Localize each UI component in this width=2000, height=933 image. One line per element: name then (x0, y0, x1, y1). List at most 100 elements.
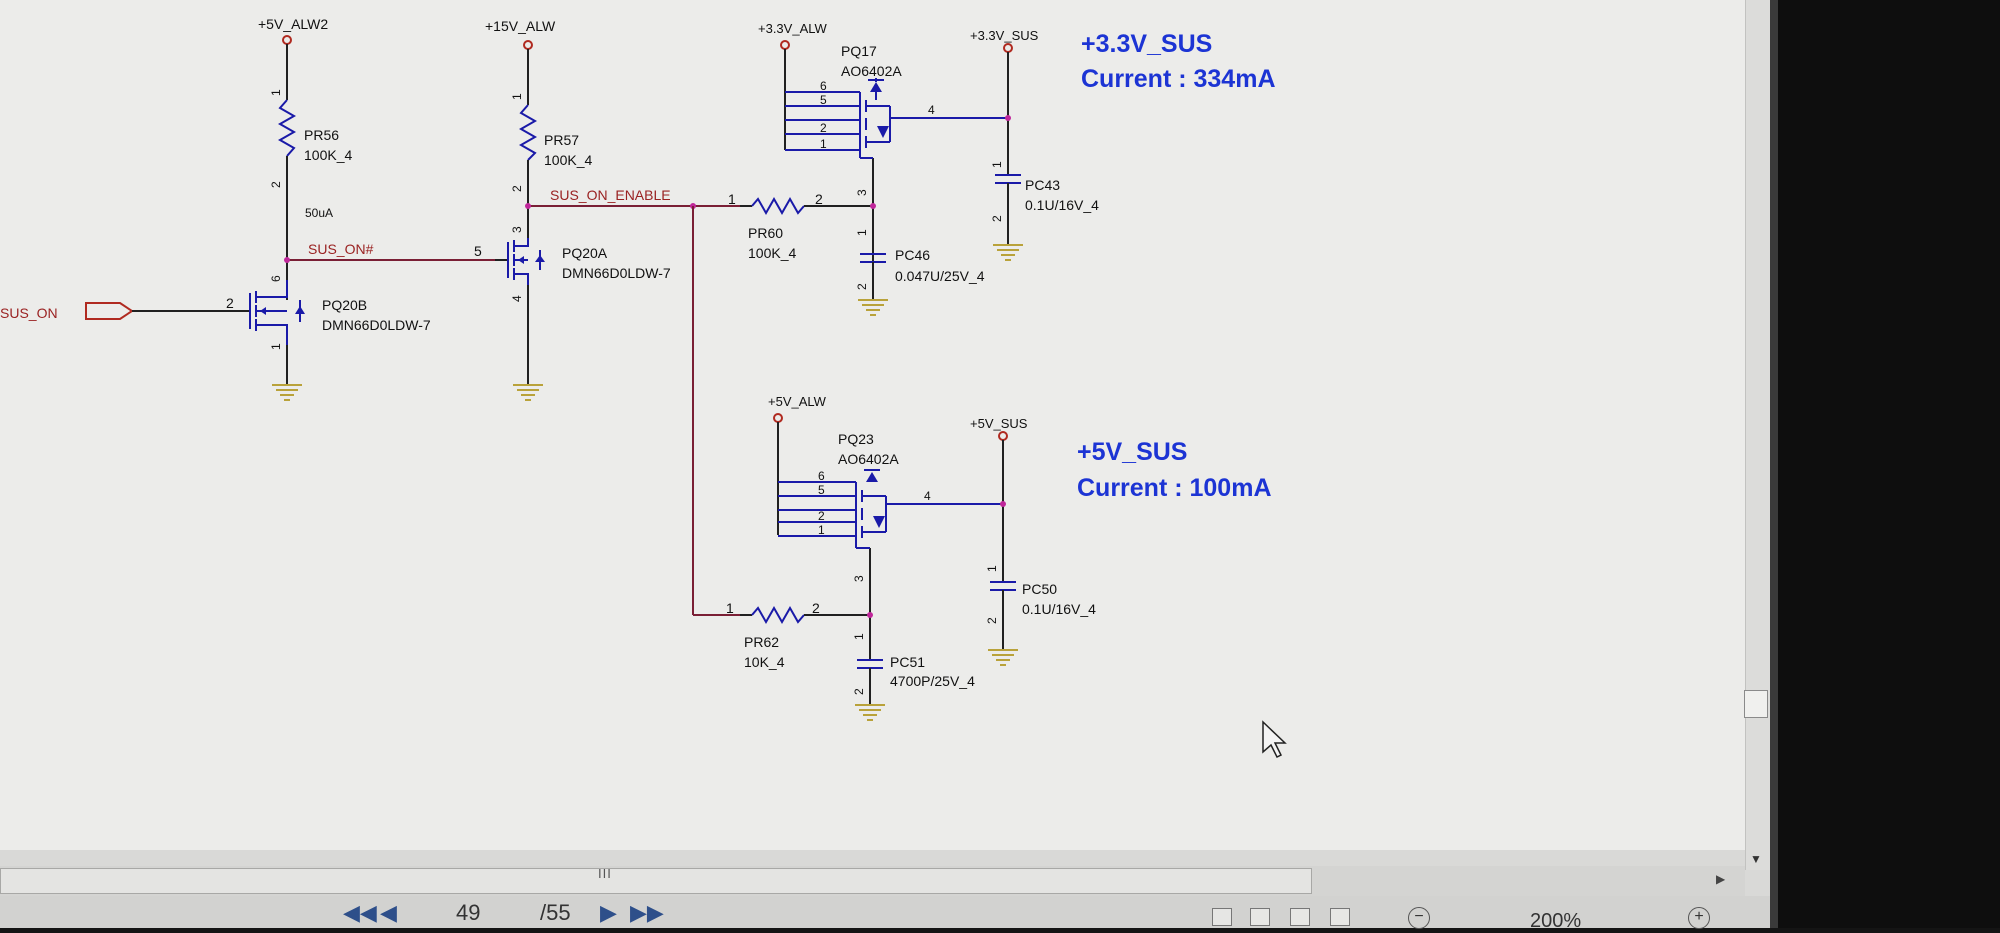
ground-symbol-pc43 (993, 244, 1023, 261)
rail-15v-alw-label: +15V_ALW (485, 18, 556, 34)
previous-page-icon[interactable]: ◀ (380, 900, 397, 925)
pr56-pin2: 2 (269, 181, 283, 188)
resistor-pr56: PR56 100K_4 1 2 (269, 89, 352, 300)
pc51-pin2: 2 (852, 688, 866, 695)
single-page-view-icon[interactable] (1212, 908, 1232, 926)
pq20b-pin6: 6 (269, 275, 283, 282)
pc50-pin2: 2 (985, 617, 999, 624)
last-page-icon[interactable]: ▶▶ (630, 900, 664, 925)
rail-3v3-alw-label: +3.3V_ALW (758, 21, 828, 36)
pq20b-value: DMN66D0LDW-7 (322, 317, 431, 333)
pq23-ref: PQ23 (838, 431, 874, 447)
pq20a-pin5: 5 (474, 243, 482, 259)
mosfet-pq23: 6 5 2 1 4 3 PQ23 AO6402A (777, 422, 1003, 660)
pr60-value: 100K_4 (748, 245, 796, 261)
pc46-ref: PC46 (895, 247, 930, 263)
continuous-view-icon[interactable] (1250, 908, 1270, 926)
pq17-pin5: 5 (820, 93, 827, 107)
rail-5v-sus-current: Current : 100mA (1077, 474, 1272, 502)
pc50-value: 0.1U/16V_4 (1022, 601, 1096, 617)
pq17-pin2: 2 (820, 121, 827, 135)
pc50-pin1: 1 (985, 565, 999, 572)
scroll-down-icon[interactable]: ▼ (1750, 852, 1762, 866)
rail-5v-alw2: +5V_ALW2 (258, 16, 328, 100)
rail-3v3-sus-current: Current : 334mA (1081, 65, 1276, 93)
pr56-value: 100K_4 (304, 147, 352, 163)
pq23-pin6: 6 (818, 469, 825, 483)
pq23-pin1: 1 (818, 523, 825, 537)
facing-view-icon[interactable] (1290, 908, 1310, 926)
pq23-pin3: 3 (852, 575, 866, 582)
pq20b-pin1: 1 (269, 343, 283, 350)
page-number-field[interactable]: 49 (456, 900, 481, 925)
monitor-bezel-edge (1770, 0, 1778, 928)
rail-5v-sus-title: +5V_SUS (1077, 438, 1188, 466)
pr62-value: 10K_4 (744, 654, 785, 670)
rail-3v3-alw: +3.3V_ALW (758, 21, 828, 50)
zoom-out-icon[interactable]: − (1408, 907, 1430, 929)
pc51-ref: PC51 (890, 654, 925, 670)
current-50ua-label: 50uA (305, 206, 333, 220)
resistor-pr57: PR57 100K_4 1 2 (510, 93, 592, 238)
zoom-in-icon[interactable]: + (1688, 907, 1710, 929)
capacitor-pc46: 1 2 PC46 0.047U/25V_4 (855, 229, 985, 300)
sus-on-n-label: SUS_ON# (308, 241, 374, 257)
pc51-pin1: 1 (852, 633, 866, 640)
ground-symbol-pc50 (988, 649, 1018, 666)
page-total-label: /55 (540, 900, 571, 925)
pc43-ref: PC43 (1025, 177, 1060, 193)
capacitor-pc50: 1 2 PC50 0.1U/16V_4 (985, 565, 1096, 650)
pc46-pin1: 1 (855, 229, 869, 236)
sus-on-enable-label: SUS_ON_ENABLE (550, 187, 671, 203)
pq20a-value: DMN66D0LDW-7 (562, 265, 671, 281)
rail-15v-alw: +15V_ALW (485, 18, 556, 105)
pr57-pin1: 1 (510, 93, 524, 100)
net-sus-on-n: SUS_ON# (284, 241, 495, 263)
pq23-pin5: 5 (818, 483, 825, 497)
mouse-cursor-icon (1262, 720, 1287, 759)
pc51-value: 4700P/25V_4 (890, 673, 975, 689)
pq20a-pin4: 4 (510, 295, 524, 302)
vertical-scroll-thumb[interactable] (1744, 690, 1768, 718)
next-page-icon[interactable]: ▶ (600, 900, 617, 925)
schematic-diagram: +5V_ALW2 +15V_ALW +3.3V_ALW +3.3V_SUS +5… (0, 16, 1287, 759)
capacitor-pc43: 1 2 PC43 0.1U/16V_4 (990, 161, 1099, 245)
resistor-pr60: 1 2 PR60 100K_4 (728, 191, 873, 261)
pr60-pin1: 1 (728, 191, 736, 207)
page-navigation-bar (0, 896, 1770, 928)
scroll-right-icon[interactable]: ▶ (1716, 872, 1726, 886)
pc43-value: 0.1U/16V_4 (1025, 197, 1099, 213)
horizontal-scroll-thumb[interactable] (0, 868, 1312, 894)
continuous-facing-view-icon[interactable] (1330, 908, 1350, 926)
ground-symbol-pc51 (855, 704, 885, 721)
first-page-icon[interactable]: ◀◀ (343, 900, 377, 925)
net-3v3-sus-output (1005, 52, 1011, 175)
rail-5v-alw2-label: +5V_ALW2 (258, 16, 328, 32)
pc43-pin2: 2 (990, 215, 1004, 222)
input-sus-on: SUS_ON (0, 302, 250, 321)
rail-3v3-sus-title: +3.3V_SUS (1081, 30, 1212, 58)
pq20b-ref: PQ20B (322, 297, 367, 313)
zoom-level-field[interactable]: 200% (1530, 910, 1582, 932)
pc46-value: 0.047U/25V_4 (895, 268, 985, 284)
pq17-pin4: 4 (928, 103, 935, 117)
pr56-pin1: 1 (269, 89, 283, 96)
rail-3v3-sus: +3.3V_SUS (970, 28, 1039, 53)
mosfet-pq20a: 5 3 4 PQ20A DMN66D0LDW-7 (474, 226, 671, 385)
pq23-pin2: 2 (818, 509, 825, 523)
monitor-bezel (1770, 0, 2000, 928)
scroll-grip-icon: III (598, 866, 612, 881)
rail-5v-alw-label: +5V_ALW (768, 394, 827, 409)
pr62-pin2: 2 (812, 600, 820, 616)
mosfet-pq20b: 2 6 1 PQ20B DMN66D0LDW-7 (226, 275, 431, 385)
rail-5v-alw: +5V_ALW (768, 394, 827, 423)
vertical-scrollbar[interactable] (1745, 0, 1771, 870)
ground-symbol-pc46 (858, 299, 888, 316)
pc43-pin1: 1 (990, 161, 1004, 168)
pq20a-ref: PQ20A (562, 245, 608, 261)
pq17-value: AO6402A (841, 63, 902, 79)
pc50-ref: PC50 (1022, 581, 1057, 597)
pq17-pin1: 1 (820, 137, 827, 151)
pq17-pin6: 6 (820, 79, 827, 93)
rail-5v-sus: +5V_SUS (970, 416, 1028, 441)
